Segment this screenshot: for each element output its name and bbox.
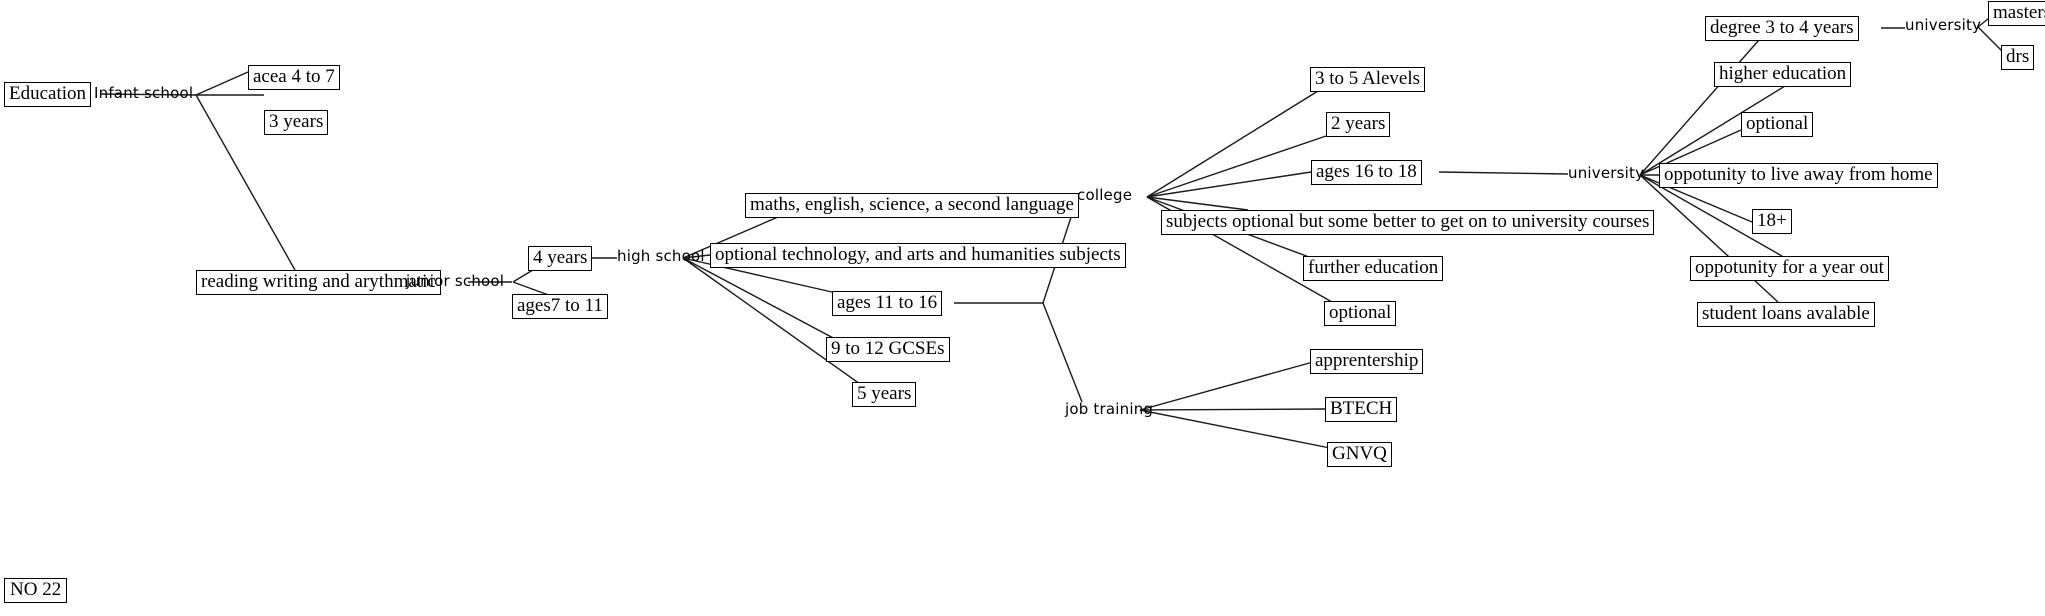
page-number-label: NO 22 <box>4 578 68 603</box>
node-three-to-5-alevels[interactable]: 3 to 5 Alevels <box>1310 67 1426 92</box>
node-university-hub[interactable]: university <box>1568 164 1645 182</box>
edge-college-to-ages_16_to_18 <box>1146 171 1312 198</box>
node-university-post[interactable]: university <box>1905 16 1982 34</box>
node-oppotunity-away[interactable]: oppotunity to live away from home <box>1659 163 1938 188</box>
node-student-loans[interactable]: student loans avalable <box>1697 302 1875 327</box>
node-reading-writing[interactable]: reading writing and arythmatic <box>196 270 441 295</box>
edge-college-to-three_to_5_alevels <box>1146 90 1319 198</box>
node-oppotunity-year-out[interactable]: oppotunity for a year out <box>1690 256 1889 281</box>
node-higher-education[interactable]: higher education <box>1714 62 1852 87</box>
node-four-years[interactable]: 4 years <box>528 246 593 271</box>
edge-job_training-to-apprentership <box>1139 361 1314 411</box>
node-maths-english[interactable]: maths, english, science, a second langua… <box>745 193 1079 218</box>
node-ages-11-to-16[interactable]: ages 11 to 16 <box>832 291 943 316</box>
node-education[interactable]: Education <box>4 82 92 107</box>
edge-university_hub-to-student_loans <box>1639 174 1779 303</box>
node-job-training[interactable]: job training <box>1065 400 1154 418</box>
edge-university_post-to-drs <box>1977 26 2004 53</box>
node-eighteen-plus[interactable]: 18+ <box>1752 209 1792 234</box>
node-acea-4-to-7[interactable]: acea 4 to 7 <box>248 65 340 90</box>
node-optional-fe[interactable]: optional <box>1324 301 1397 326</box>
edge-job_training-to-gnvq <box>1139 409 1331 449</box>
edge-infant_school-to-acea_4_to_7 <box>195 71 249 96</box>
node-three-years[interactable]: 3 years <box>264 110 329 135</box>
node-ages7-to-11[interactable]: ages7 to 11 <box>512 294 608 319</box>
node-optional-technology[interactable]: optional technology, and arts and humani… <box>710 243 1126 268</box>
node-apprentership[interactable]: apprentership <box>1310 349 1424 374</box>
node-junior-school[interactable]: junior school <box>406 272 505 290</box>
node-college[interactable]: college <box>1077 186 1133 204</box>
node-five-years[interactable]: 5 years <box>852 382 917 407</box>
node-subjects-optional[interactable]: subjects optional but some better to get… <box>1161 210 1655 235</box>
edge-college-to-two_years <box>1146 135 1327 198</box>
edge-junction-to-job_training <box>1042 302 1083 403</box>
node-high-school[interactable]: high school <box>617 247 705 265</box>
node-masters[interactable]: masters <box>1988 1 2045 26</box>
node-drs[interactable]: drs <box>2001 45 2035 70</box>
node-infant-school[interactable]: Infant school <box>94 84 194 102</box>
node-further-education[interactable]: further education <box>1303 256 1444 281</box>
edge-high_school-to-five_years <box>682 257 861 385</box>
node-two-years[interactable]: 2 years <box>1326 112 1391 137</box>
node-btech[interactable]: BTECH <box>1325 397 1398 422</box>
edge-college-to-subjects_optional <box>1146 196 1249 211</box>
node-gnvq[interactable]: GNVQ <box>1327 442 1392 467</box>
node-degree-3-to-4-years[interactable]: degree 3 to 4 years <box>1705 16 1859 41</box>
node-ages-16-to-18[interactable]: ages 16 to 18 <box>1311 160 1422 185</box>
node-optional-uni[interactable]: optional <box>1741 112 1814 137</box>
edge-job_training-to-btech <box>1139 408 1326 411</box>
node-nine-to-12-gcses[interactable]: 9 to 12 GCSEs <box>826 337 950 362</box>
edge-ages_16_to_18-to-university_hub <box>1438 171 1569 175</box>
edge-high_school-to-nine_to_12_gcses <box>682 257 838 341</box>
edge-university_hub-to-degree_3_to_4_years <box>1639 39 1760 176</box>
